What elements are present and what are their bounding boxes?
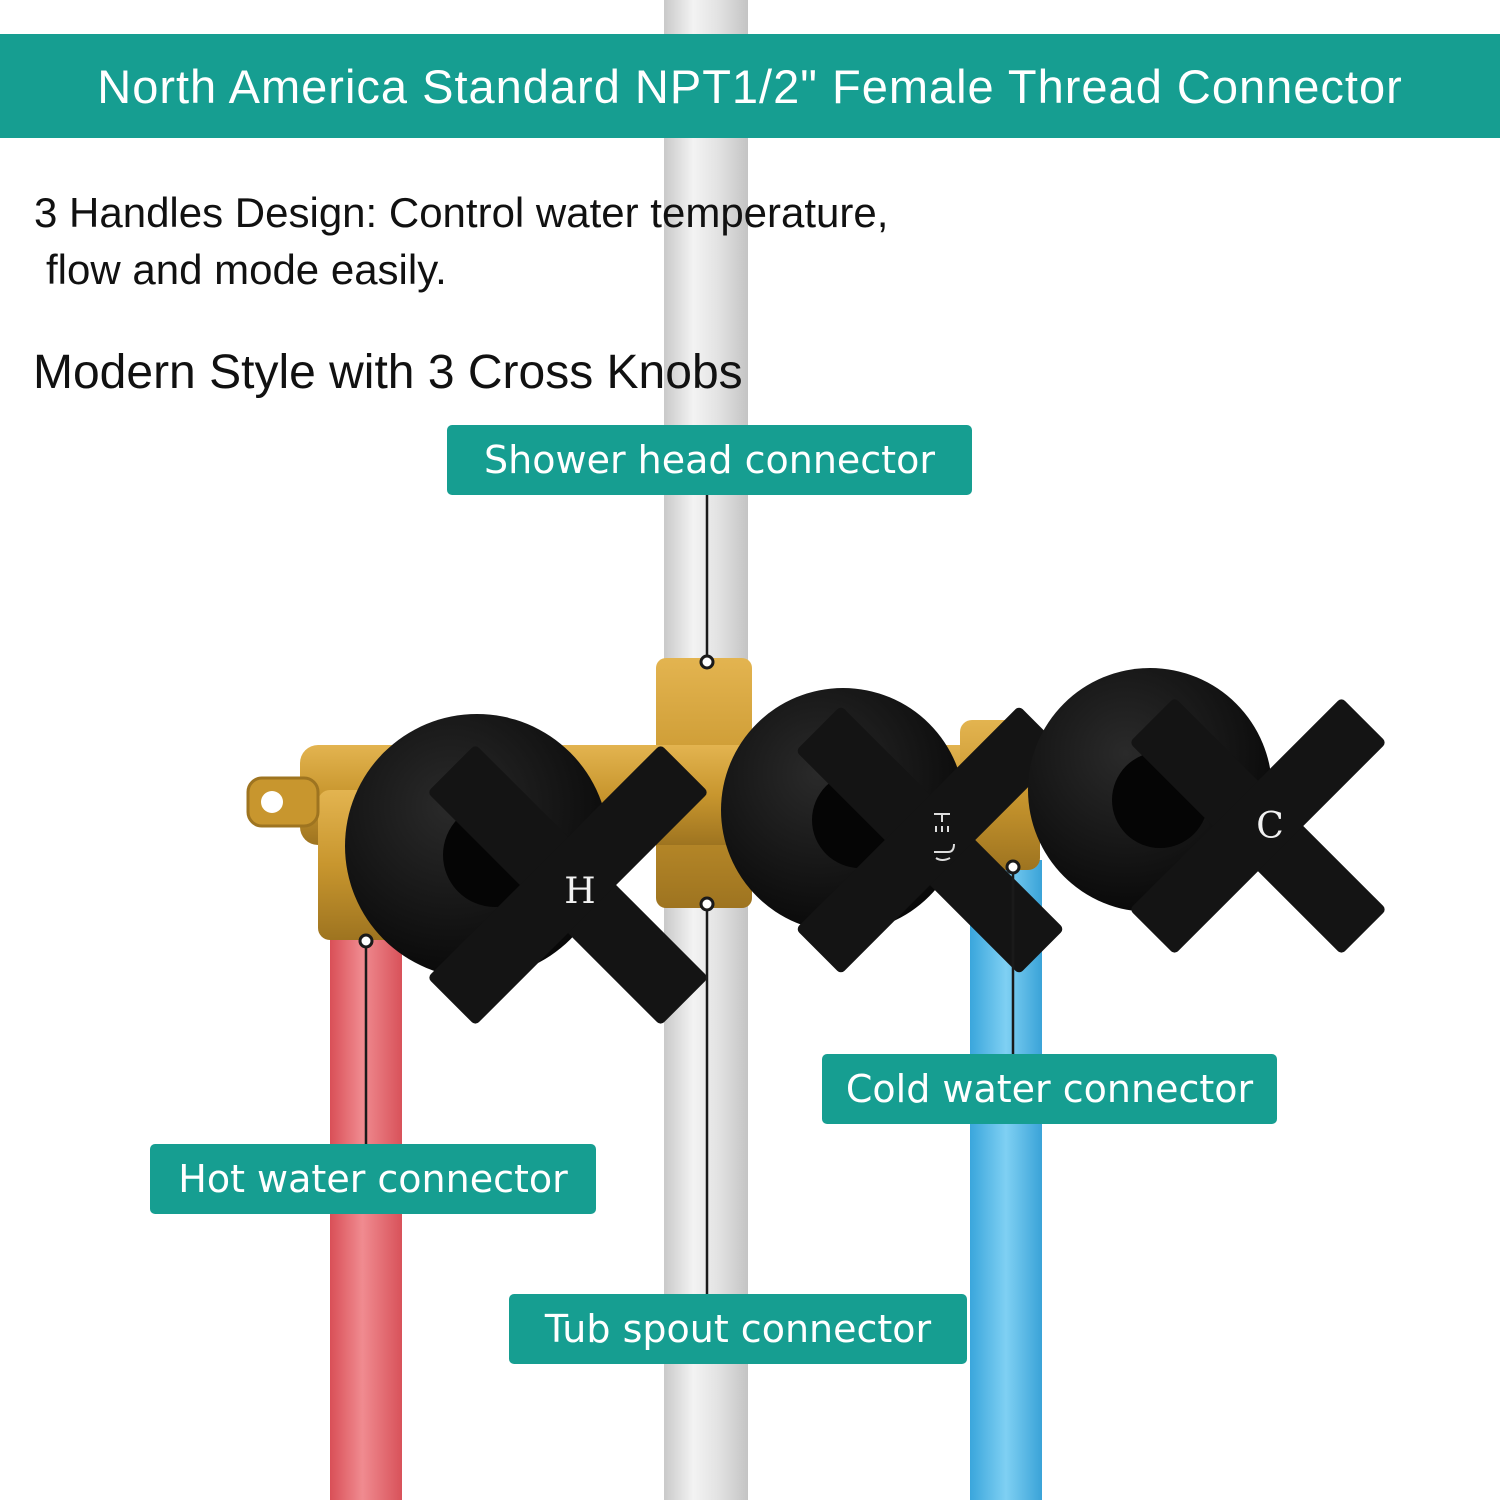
hot-knob-letter: H [564, 871, 595, 912]
cold-water-pipe [970, 860, 1042, 1500]
diverter-knob [721, 688, 1063, 973]
cold-knob: C [1028, 668, 1385, 953]
feature-description-line-2: flow and mode easily. [46, 246, 447, 293]
cold-water-connector-label: Cold water connector [822, 1054, 1277, 1124]
callout-leaders [364, 495, 1015, 1294]
header-banner: North America Standard NPT1/2" Female Th… [0, 34, 1500, 138]
connector-dots [358, 654, 1021, 949]
banner-title: North America Standard NPT1/2" Female Th… [97, 59, 1403, 113]
tub-spout-connector-label: Tub spout connector [509, 1294, 967, 1364]
feature-description-line-1: 3 Handles Design: Control water temperat… [34, 189, 889, 236]
cold-knob-letter: C [1256, 806, 1284, 847]
shower-head-connector-label: Shower head connector [447, 425, 972, 495]
shower-icon [934, 813, 950, 832]
style-description: Modern Style with 3 Cross Knobs [33, 346, 743, 399]
hot-water-connector-label: Hot water connector [150, 1144, 596, 1214]
hot-knob: H [345, 714, 707, 1024]
tub-spout-icon [934, 843, 955, 861]
